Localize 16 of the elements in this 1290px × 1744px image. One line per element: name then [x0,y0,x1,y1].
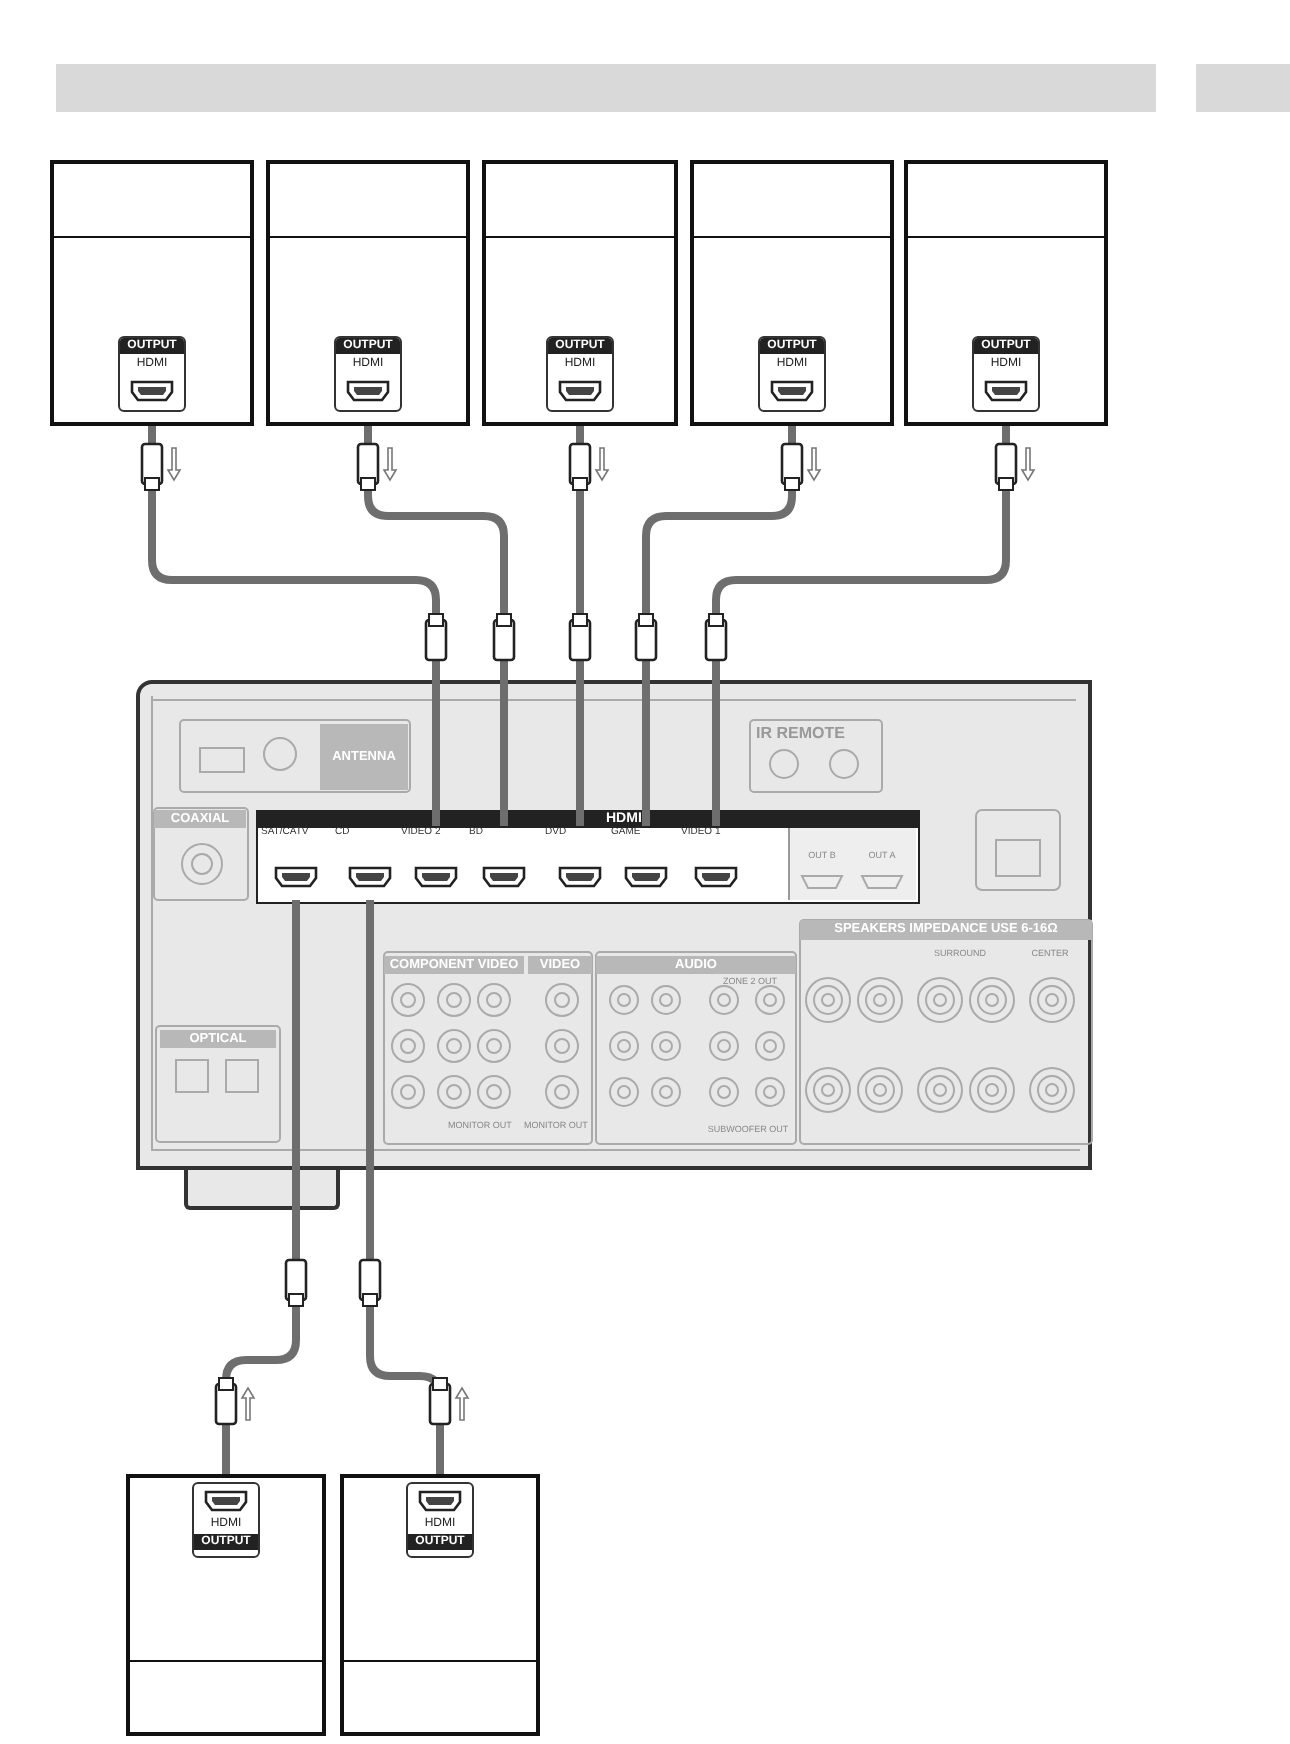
panel-label: IR REMOTE [756,724,847,744]
device-box [690,160,894,426]
hdmi-section [256,810,920,904]
device-box [340,1474,540,1736]
hdmi-cable [366,900,444,1474]
device-box [50,160,254,426]
device-box [266,160,470,426]
hdmi-cable [148,426,440,826]
hdmi-cable [576,426,584,826]
hdmi-cable [364,426,508,826]
hdmi-cable [642,426,796,826]
device-box [482,160,678,426]
hdmi-cable [222,900,300,1474]
hdmi-cable [712,426,1010,826]
device-box [904,160,1108,426]
device-box [126,1474,326,1736]
